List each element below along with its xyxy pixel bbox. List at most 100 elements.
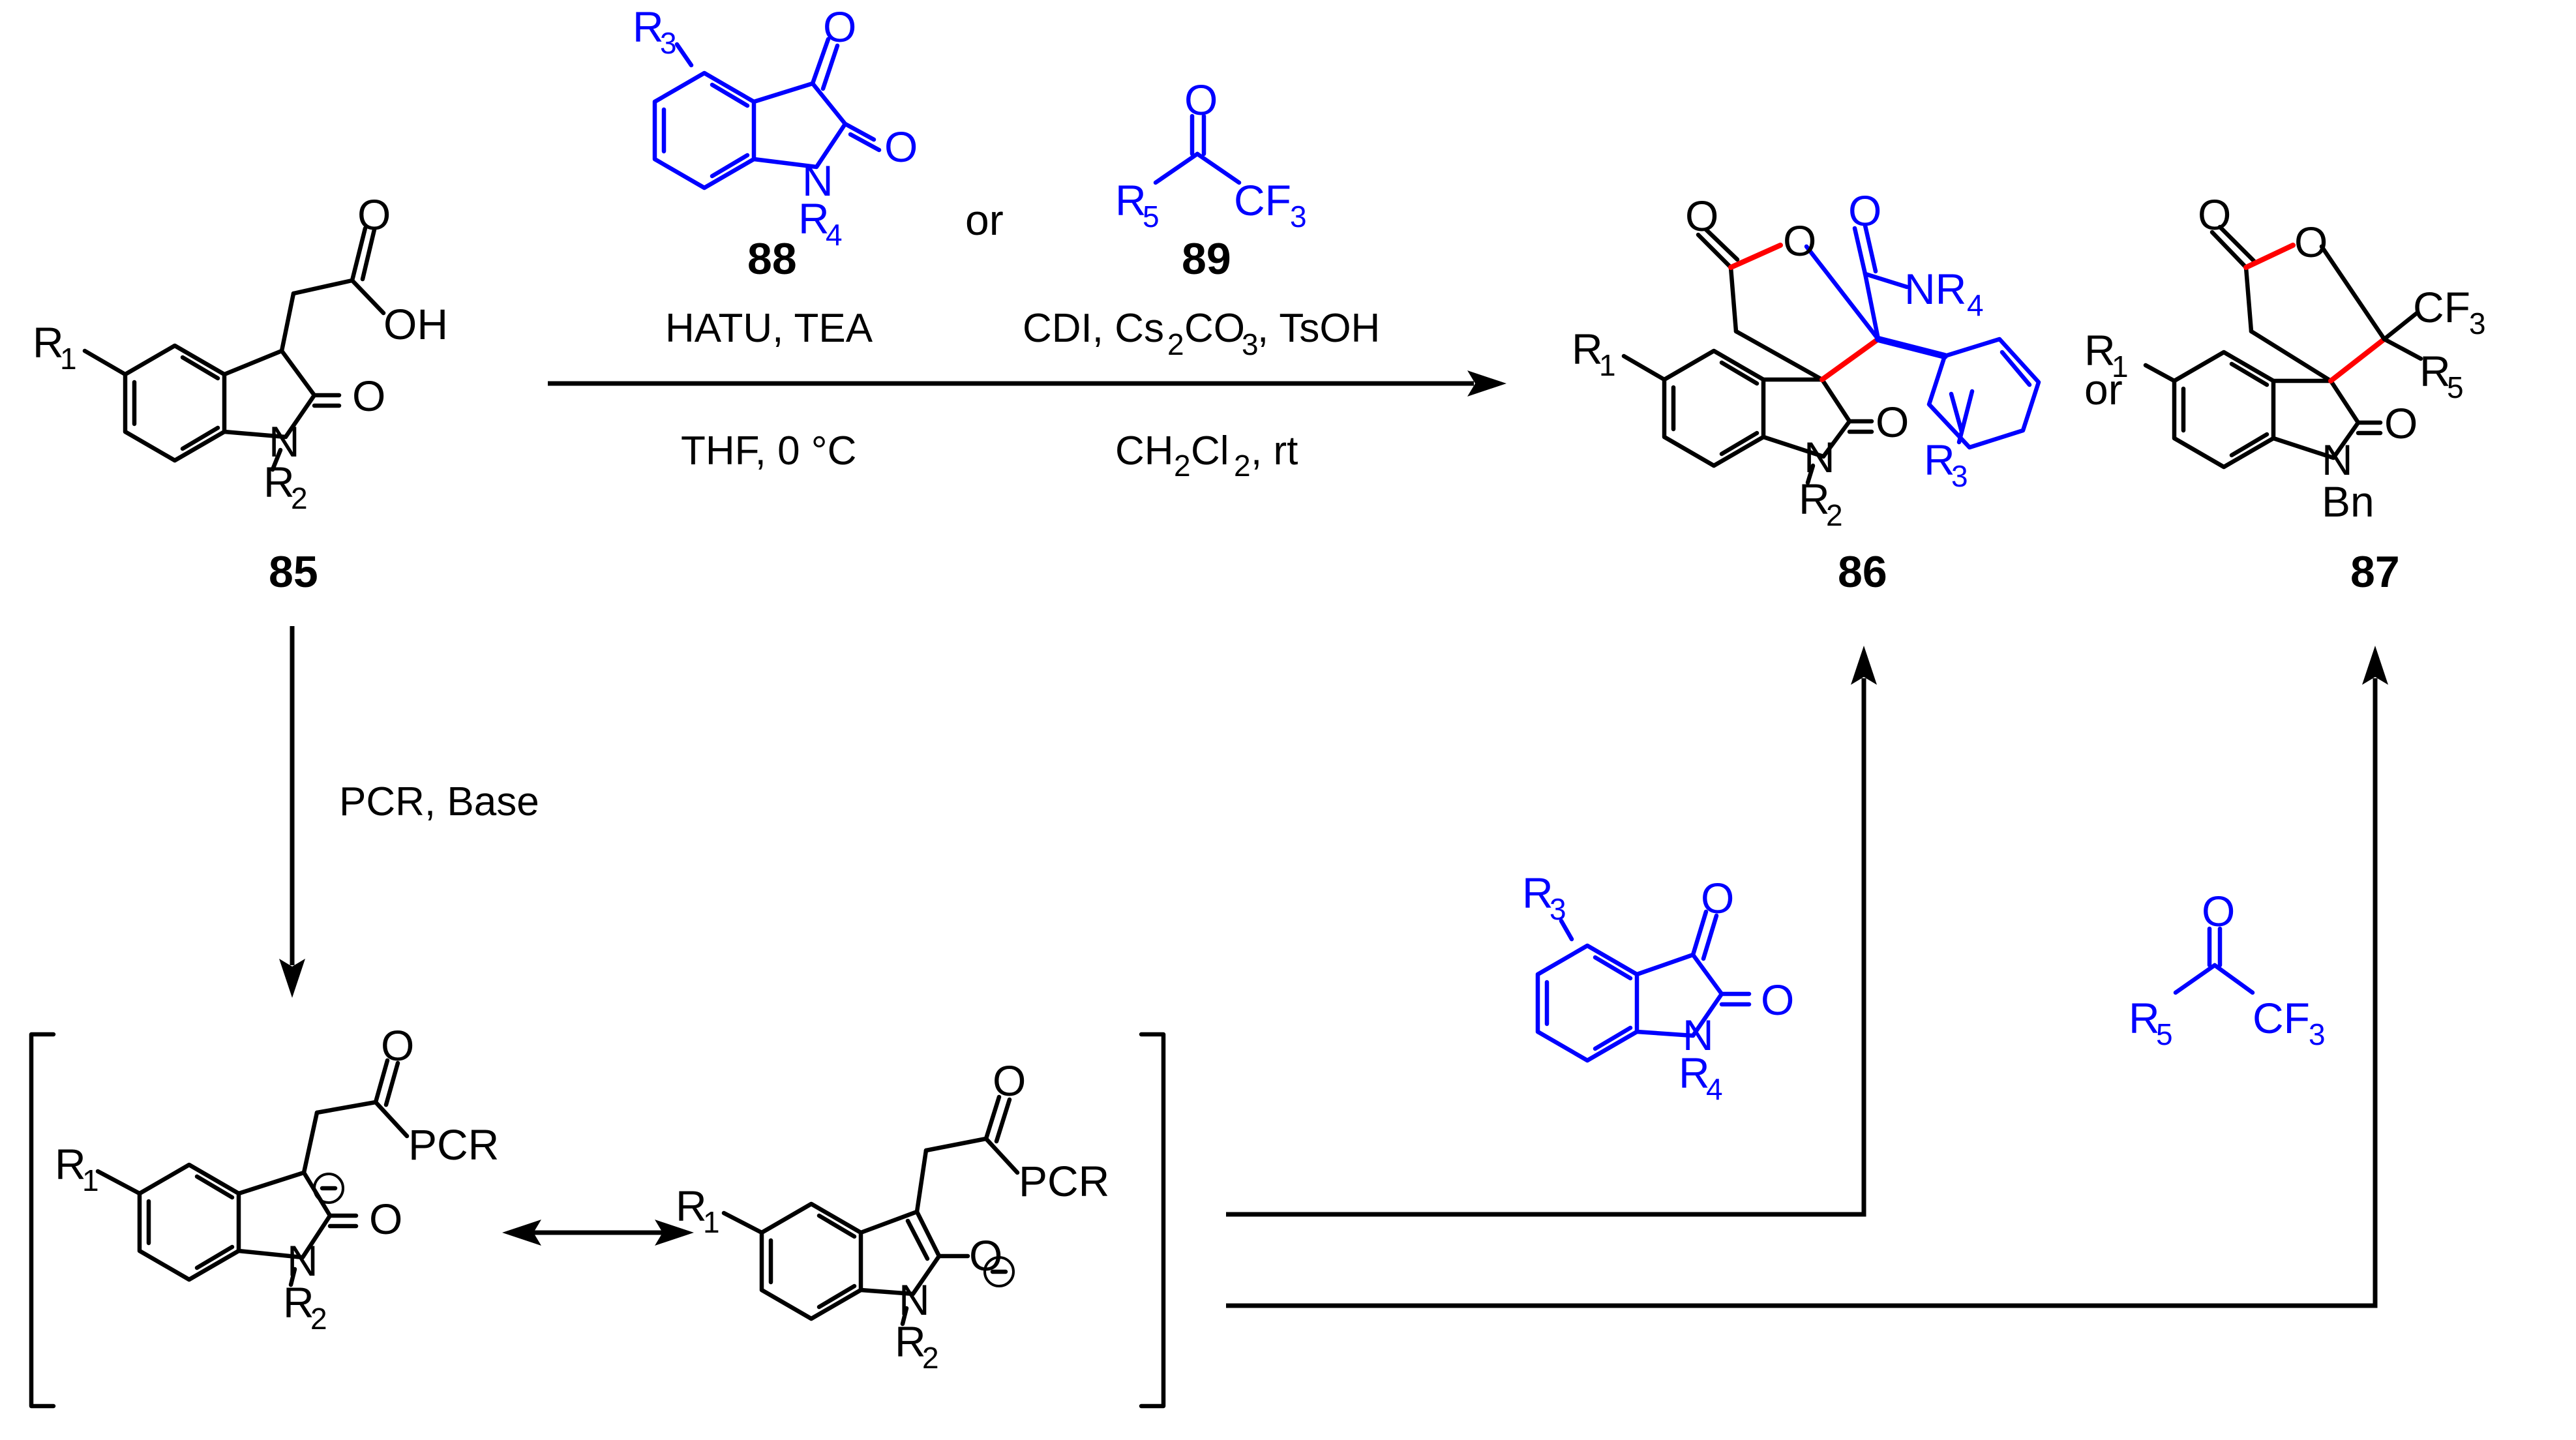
c86-r1: R [1572,325,1603,373]
compound-86: R 1 O N R 2 O O O NR 4 R 3 86 [1572,187,2041,597]
c89b-r5: R [2129,994,2160,1042]
or-top: or [965,196,1004,244]
svg-text:CH: CH [1115,428,1174,473]
c88-r3-sub: 3 [660,26,677,60]
c88-o1: O [823,3,856,51]
compound-85: R 1 O N R 2 O OH 85 [33,190,448,597]
charge-minus-b [983,1256,1015,1287]
c89-cf3: CF [1234,176,1291,224]
c88b-r3: R [1522,869,1553,917]
enol-a-r1: R [55,1140,86,1188]
enol-a-o-acyl: O [381,1021,414,1070]
c86-o-ring: O [1783,217,1816,265]
c86-o-amide: O [1848,187,1881,235]
c87-r1: R [2084,326,2116,374]
enol-a-pcr: PCR [408,1120,499,1169]
c86-n: N [1804,433,1835,481]
svg-text:2: 2 [1174,449,1191,483]
c89-label: 89 [1182,234,1231,284]
c87-cf3-sub: 3 [2469,307,2486,340]
c88-r4: R [798,194,830,243]
cond-thf: THF, 0 °C [681,428,856,473]
enol-b-r2: R [895,1317,926,1366]
intermediate-enolate-b: R 1 O N R 2 O PCR [676,1057,1109,1375]
c86-r2: R [1799,475,1830,523]
c87-bn: Bn [2322,477,2374,526]
c89b-cf3-sub: 3 [2309,1017,2326,1051]
c86-r1-sub: 1 [1599,348,1616,382]
c86-nr4: NR [1904,265,1966,313]
c89b-cf3: CF [2253,994,2310,1042]
enol-a-o-lactam: O [369,1195,402,1243]
c88b-o1: O [1701,874,1734,922]
c86-nr4-sub: 4 [1967,288,1984,322]
route-arrow-to-87 [1226,646,2388,1308]
c87-o-lactam: O [2384,399,2418,447]
bracket-right [1139,1032,1166,1409]
c87-o-ring: O [2294,218,2328,266]
c89-r5: R [1115,176,1146,224]
c85-n: N [269,417,300,466]
c88-o2: O [884,123,918,171]
c86-o-lactone-c: O [1685,192,1718,240]
route-arrow-to-86 [1226,646,1877,1217]
c88b-r3-sub: 3 [1550,892,1566,926]
c89b-o: O [2202,887,2235,935]
c85-r2: R [263,458,295,506]
c85-r2-sub: 2 [291,481,308,515]
enol-a-r1-sub: 1 [82,1163,99,1197]
charge-minus-a [313,1173,344,1204]
c85-r1: R [33,318,64,367]
c85-oh: OH [383,300,448,348]
enol-b-r1-sub: 1 [703,1205,720,1239]
c85-label: 85 [269,547,318,597]
c88b-o2: O [1761,976,1794,1024]
svg-text:, TsOH: , TsOH [1257,306,1380,351]
enol-a-n: N [287,1237,318,1285]
reagent-88: R 3 O O N R 4 88 [633,3,918,284]
svg-text:, rt: , rt [1251,428,1298,473]
top-reaction-arrow [548,370,1506,397]
c87-r5: R [2419,347,2451,395]
c87-n: N [2322,436,2353,484]
enol-a-r2: R [283,1278,314,1327]
svg-text:Cl: Cl [1191,428,1229,473]
c87-o-lactone-c: O [2198,190,2231,239]
svg-text:2: 2 [1167,327,1184,361]
cond-pcr-base: PCR, Base [339,779,539,824]
c88-r4-sub: 4 [826,218,843,252]
svg-text:CO: CO [1184,306,1245,351]
c89b-r5-sub: 5 [2156,1017,2173,1051]
c88-n: N [802,157,833,205]
enol-b-o: O [969,1231,1002,1280]
c88b-r4-sub: 4 [1706,1072,1723,1106]
down-arrow [279,626,305,998]
compound-87: R 1 O N Bn O O CF 3 R 5 87 [2084,190,2486,597]
resonance-arrow [502,1220,694,1246]
cond-cdi: CDI, Cs 2 CO 3 , TsOH [1023,306,1380,361]
intermediate-enolate-a: R 1 O N R 2 O PCR [55,1021,499,1336]
enol-b-r2-sub: 2 [922,1341,939,1375]
c89-cf3-sub: 3 [1290,200,1307,233]
svg-text:CDI, Cs: CDI, Cs [1023,306,1164,351]
c87-r1-sub: 1 [2112,350,2129,383]
enol-b-r1: R [676,1182,707,1230]
enol-a-r2-sub: 2 [310,1302,327,1336]
c88-label: 88 [747,234,797,284]
reagent-88-lower: R 3 O O N R 4 [1522,869,1794,1106]
reagent-89-lower: O R 5 CF 3 [2129,887,2326,1051]
c85-o-carbonyl: O [352,372,385,420]
c86-r2-sub: 2 [1826,498,1843,532]
enol-b-o-acyl: O [993,1057,1026,1105]
cond-hatu: HATU, TEA [665,306,873,351]
c87-label: 87 [2350,547,2400,597]
c87-cf3: CF [2413,283,2470,331]
c86-o-lactam: O [1876,398,1909,446]
enol-b-n: N [899,1276,930,1324]
svg-text:3: 3 [1242,327,1259,361]
c86-label: 86 [1838,547,1887,597]
c85-r1-sub: 1 [60,342,77,376]
c86-r3-sub: 3 [1951,459,1968,493]
c89-o: O [1184,76,1218,124]
